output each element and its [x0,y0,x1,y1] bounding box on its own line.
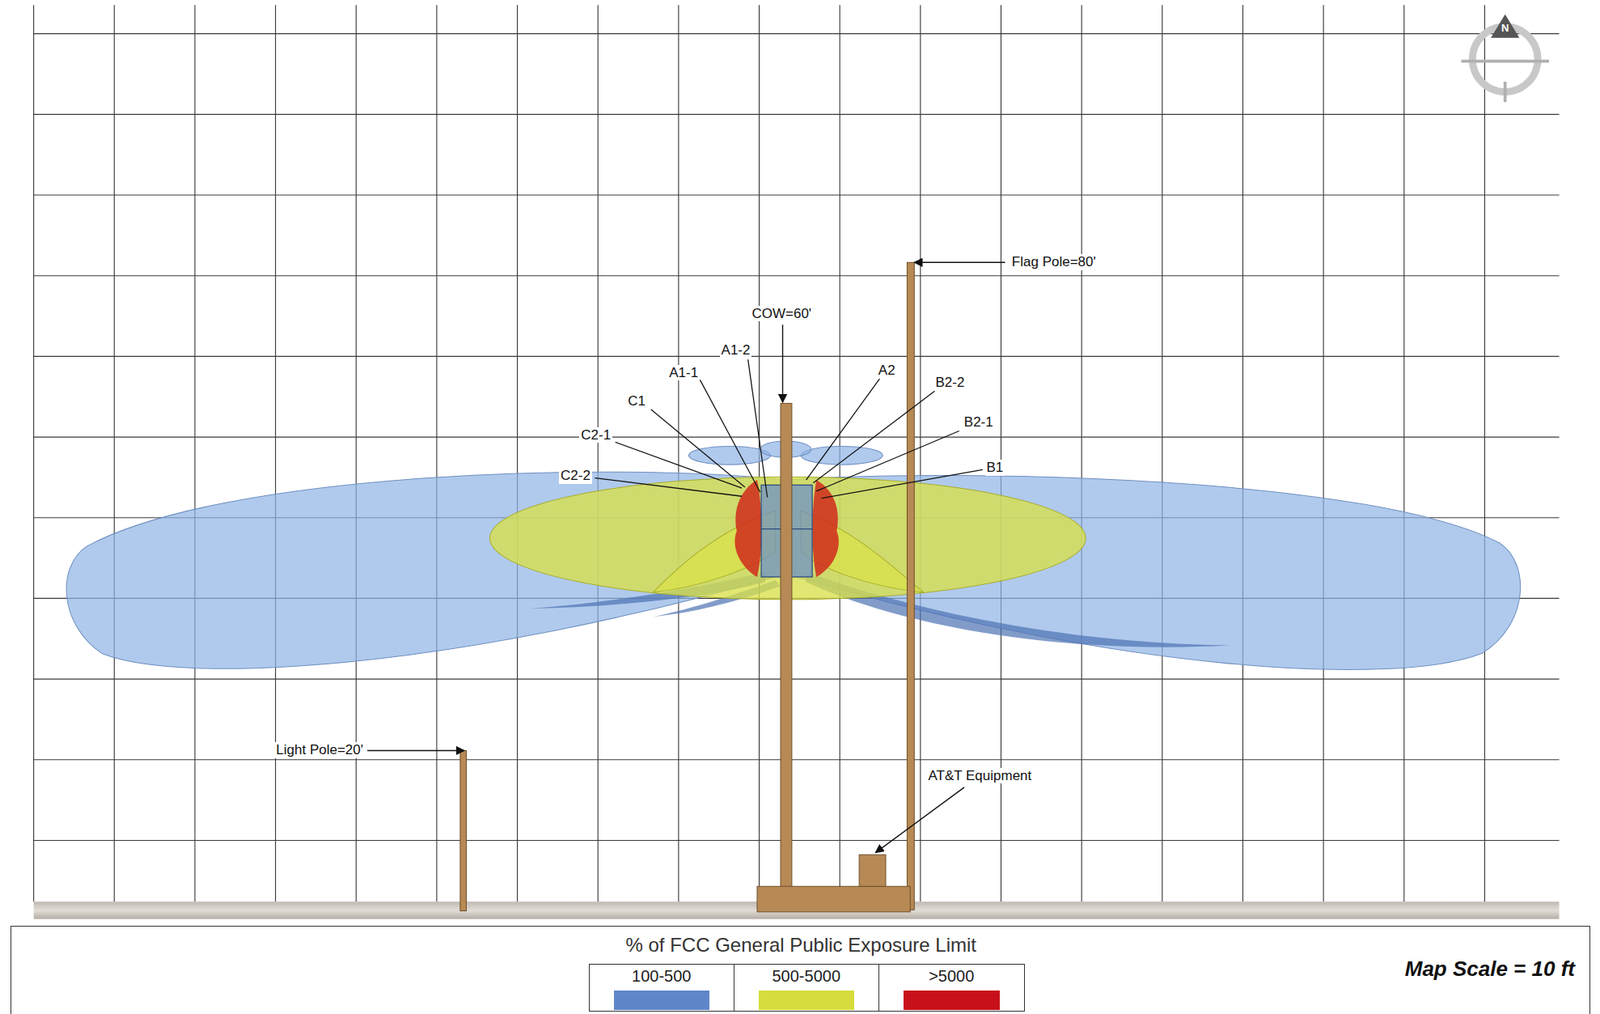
antenna-label: A2 [876,362,898,379]
pole-label: Flag Pole=80' [1010,253,1098,271]
legend-text: 100-500 [589,964,734,987]
legend-swatch [613,990,710,1010]
legend-cell: >5000 [878,963,1025,1012]
legend-text: >5000 [879,964,1025,987]
legend-cell: 100-500 [588,963,735,1012]
legend-title: % of FCC General Public Exposure Limit [624,933,979,957]
equipment-label: AT&T Equipment [926,767,1033,784]
antenna-label: B1 [985,459,1006,476]
antenna-label: C2-1 [579,427,613,444]
pole-label: Light Pole=20' [274,741,365,758]
antenna-label: A1-1 [667,364,700,381]
antenna-label: C2-2 [558,467,593,484]
map-scale: Map Scale = 10 ft [1403,956,1577,982]
antenna-label: B2-2 [933,374,966,391]
antenna-label: B2-1 [962,414,995,431]
legend-swatch [758,990,856,1010]
compass-north: N [1499,22,1511,35]
antenna-label: C1 [626,393,648,410]
legend-swatch [903,990,1000,1010]
legend-text: 500-5000 [734,964,880,987]
legend-cell: 500-5000 [733,963,881,1012]
pole-label: COW=60' [749,305,813,322]
antenna-label: A1-2 [719,342,753,359]
